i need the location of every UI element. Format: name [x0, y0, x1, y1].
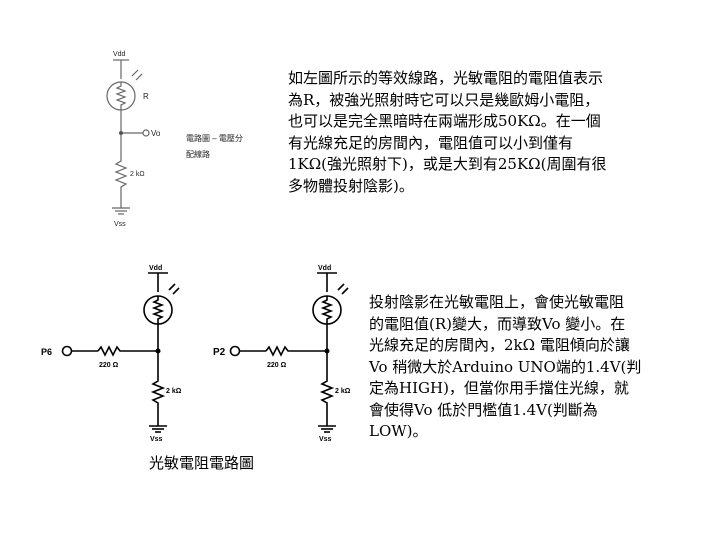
divider-caption: 電路圖 – 電壓分 配線路 [186, 131, 243, 163]
paragraph-photoresistor-description: 如左圖所示的等效線路，光敏電阻的電阻值表示 為R，被強光照射時它可以只是幾歐姆小… [288, 68, 606, 197]
vss-label: Vss [114, 221, 126, 228]
p2-220-label: 220 Ω [267, 362, 287, 369]
p2-vdd-label: Vdd [318, 265, 331, 272]
vo-label: Vo [151, 129, 161, 138]
paragraph2-line: 的電阻值(R)變大，而導致Vo 變小。在 [369, 314, 626, 333]
p2-circuit [240, 272, 349, 433]
vdd-label: Vdd [113, 51, 126, 58]
p6-vdd-label: Vdd [149, 265, 162, 272]
paragraph1-line: 如左圖所示的等效線路，光敏電阻的電阻值表示 [288, 69, 604, 87]
divider-caption-line2: 配線路 [186, 150, 210, 159]
paragraph-shadow-effect: 投射陰影在光敏電阻上，會使光敏電阻 的電阻值(R)變大，而導致Vo 變小。在 光… [369, 292, 641, 443]
paragraph2-line: 會使得Vo 低於門檻值1.4V(判斷為 [369, 400, 598, 419]
paragraph2-line: Vo 稍微大於Arduino UNO端的1.4V(判 [369, 357, 642, 376]
paragraph1-line: 多物體投射陰影)。 [288, 176, 414, 195]
paragraph1-line: 1KΩ(強光照射下)，或是大到有25KΩ(周圍有很 [288, 155, 607, 173]
paragraph2-line: 定為HIGH)，但當你用手擋住光線，就 [369, 379, 629, 397]
divider-caption-line1: 電路圖 – 電壓分 [186, 134, 243, 143]
p6-2k-label: 2 kΩ [166, 388, 182, 395]
p6-vss-label: Vss [150, 436, 163, 443]
paragraph1-line: 為R，被強光照射時它可以只是幾歐姆小電阻， [288, 90, 600, 109]
p2-2k-label: 2 kΩ [335, 388, 351, 395]
paragraph1-line: 有光線充足的房間內，電阻值可以小到僅有 [288, 133, 574, 152]
paragraph2-line: 光線充足的房間內，2kΩ 電阻傾向於讓 [369, 336, 630, 354]
paragraph2-line: 投射陰影在光敏電阻上，會使光敏電阻 [369, 293, 625, 311]
p6-220-label: 220 Ω [99, 362, 119, 369]
resistor-2k-label: 2 kΩ [130, 171, 145, 178]
p6-pin-label: P6 [41, 347, 52, 357]
r-label: R [143, 92, 149, 101]
p2-vss-label: Vss [319, 436, 332, 443]
circuit-caption: 光敏電阻電路圖 [149, 454, 255, 472]
p6-circuit [72, 272, 180, 433]
paragraph2-line: LOW)。 [369, 422, 428, 440]
p2-pin-label: P2 [213, 347, 226, 358]
paragraph1-line: 也可以是完全黑暗時在兩端形成50KΩ。在一個 [288, 112, 601, 130]
